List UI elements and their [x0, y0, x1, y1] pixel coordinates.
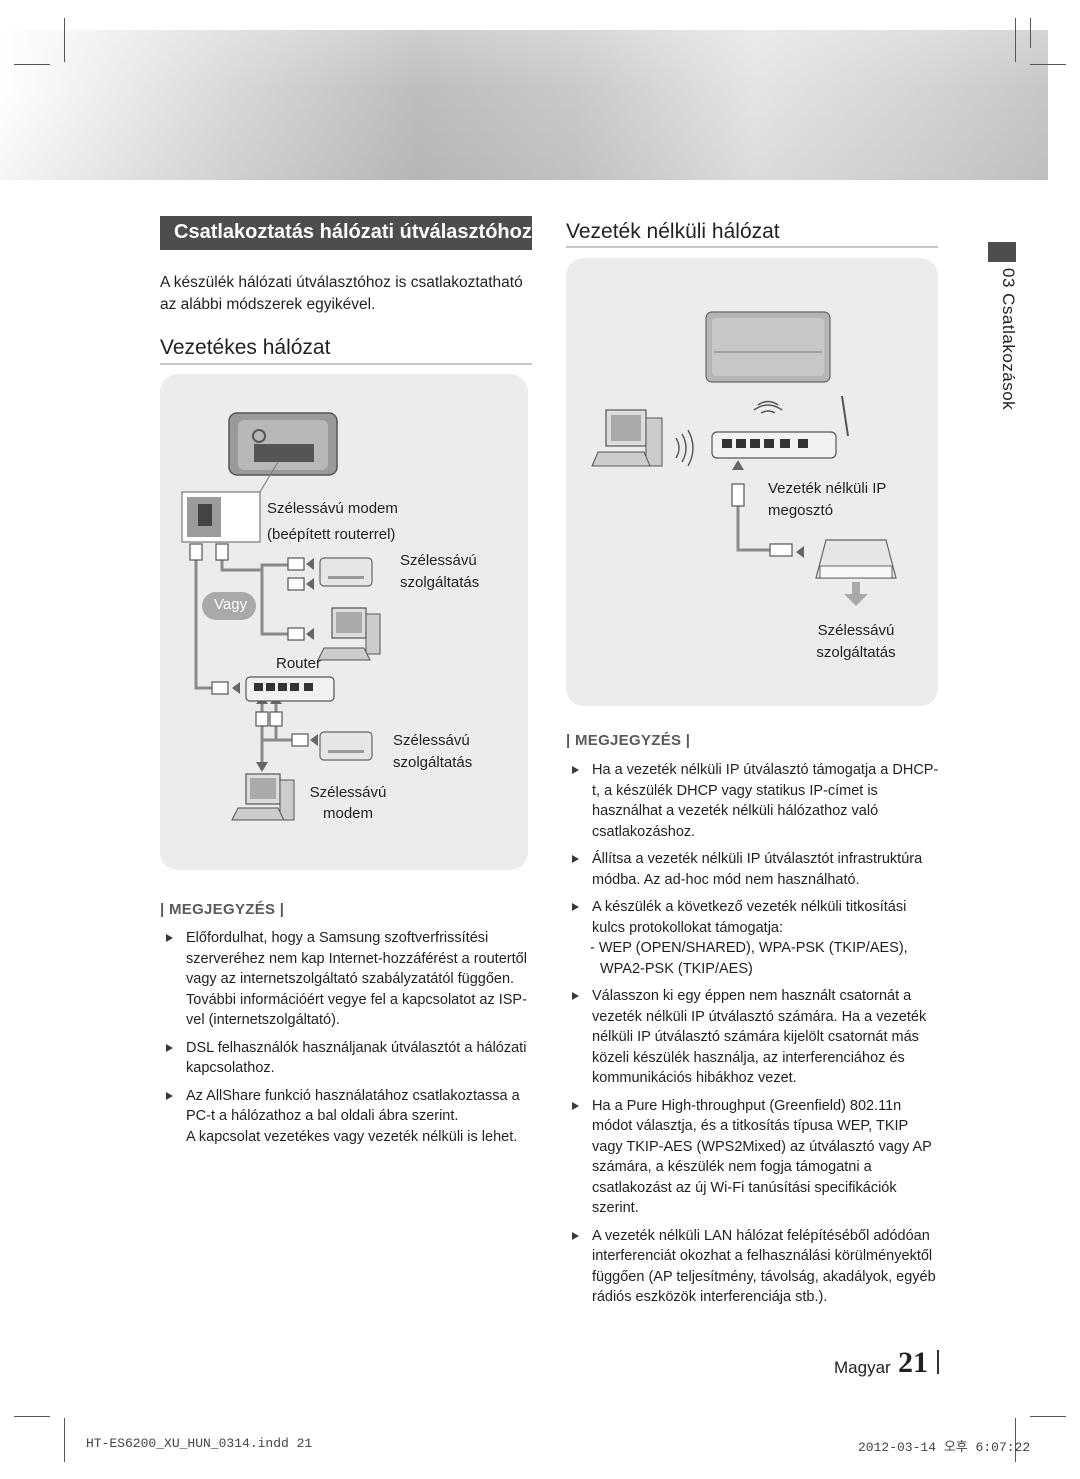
crop-mark — [14, 64, 50, 65]
broadband-modem-1 — [319, 557, 373, 587]
crop-mark — [64, 18, 65, 62]
page-number: 21 — [898, 1346, 928, 1379]
right-note-title: | MEGJEGYZÉS | — [566, 732, 691, 749]
wired-heading-rule — [160, 363, 532, 365]
note-item: Ha a Pure High-throughput (Greenfield) 8… — [566, 1096, 942, 1219]
note-item: A készülék a következő vezeték nélküli t… — [566, 897, 942, 938]
modem-label: Szélessávú modem — [267, 500, 398, 517]
wifi-waves-left — [675, 429, 694, 467]
broadband-modem-wireless — [815, 539, 897, 579]
chapter-label: 03 Csatlakozások — [999, 268, 1018, 411]
crop-mark — [1030, 64, 1066, 65]
wifi-waves-top — [753, 400, 783, 414]
crop-mark — [1015, 1418, 1016, 1462]
modem2-sublabel: modem — [322, 805, 374, 822]
left-notes: Előfordulhat, hogy a Samsung szoftverfri… — [160, 928, 532, 1154]
service2-label: Szélessávú — [393, 732, 470, 749]
ip-sharer-sublabel: megosztó — [768, 502, 834, 519]
footer-timestamp: 2012-03-14 오후 6:07:22 — [858, 1440, 1031, 1455]
crop-mark — [1030, 1416, 1066, 1417]
service-sublabel: szolgáltatás — [400, 574, 480, 591]
router-device — [245, 676, 335, 702]
wired-heading: Vezetékes hálózat — [160, 336, 331, 359]
down-arrow — [844, 582, 868, 606]
lan-port-callout — [181, 461, 279, 543]
crop-mark — [1030, 18, 1031, 48]
note-item: A vezeték nélküli LAN hálózat felépítésé… — [566, 1226, 942, 1308]
service-label: Szélessávú — [400, 552, 477, 569]
router-label: Router — [276, 655, 322, 672]
footer-filename: HT-ES6200_XU_HUN_0314.indd 21 — [86, 1436, 313, 1451]
note-subitem: - WEP (OPEN/SHARED), WPA-PSK (TKIP/AES),… — [590, 940, 908, 977]
note-item: Az AllShare funkció használatához csatla… — [160, 1086, 532, 1127]
broadband-modem-2 — [319, 731, 373, 761]
wireless-heading: Vezeték nélküli hálózat — [566, 220, 780, 243]
pc-1 — [317, 607, 381, 661]
crop-mark — [64, 1418, 65, 1462]
section-title: Csatlakoztatás hálózati útválasztóhoz — [160, 216, 532, 250]
note-item: Előfordulhat, hogy a Samsung szoftverfri… — [160, 928, 532, 1031]
modem-sublabel: (beépített routerrel) — [267, 526, 396, 543]
note-subitem: A kapcsolat vezetékes vagy vezeték nélkü… — [186, 1128, 518, 1145]
wireless-heading-rule — [566, 246, 938, 248]
note-item: Ha a vezeték nélküli IP útválasztó támog… — [566, 760, 942, 842]
ip-sharer-label: Vezeték nélküli IP — [768, 480, 887, 497]
page-number-bar — [937, 1350, 939, 1374]
modem2-label: Szélessávú — [309, 784, 387, 801]
intro-text: A készülék hálózati útválasztóhoz is csa… — [160, 274, 523, 313]
note-item: Válasszon ki egy éppen nem használt csat… — [566, 986, 942, 1089]
pc-2 — [231, 773, 295, 821]
crop-mark — [14, 1416, 50, 1417]
wireless-service-sublabel: szolgáltatás — [816, 644, 896, 661]
wireless-router — [711, 395, 849, 459]
note-item: DSL felhasználók használjanak útválasztó… — [160, 1038, 532, 1079]
page-language: Magyar — [834, 1358, 891, 1377]
player-rear-panel — [228, 412, 338, 476]
left-note-title: | MEGJEGYZÉS | — [160, 901, 285, 918]
service2-sublabel: szolgáltatás — [393, 754, 473, 771]
pc-wireless — [591, 409, 663, 467]
chapter-tab — [988, 242, 1016, 262]
right-notes: Ha a vezeték nélküli IP útválasztó támog… — [566, 760, 942, 1315]
or-badge: Vagy — [202, 592, 256, 620]
crop-mark — [1015, 18, 1016, 62]
header-band — [0, 30, 1048, 180]
player-front — [705, 311, 831, 383]
note-item: Állítsa a vezeték nélküli IP útválasztót… — [566, 849, 942, 890]
wireless-service-label: Szélessávú — [817, 622, 895, 639]
